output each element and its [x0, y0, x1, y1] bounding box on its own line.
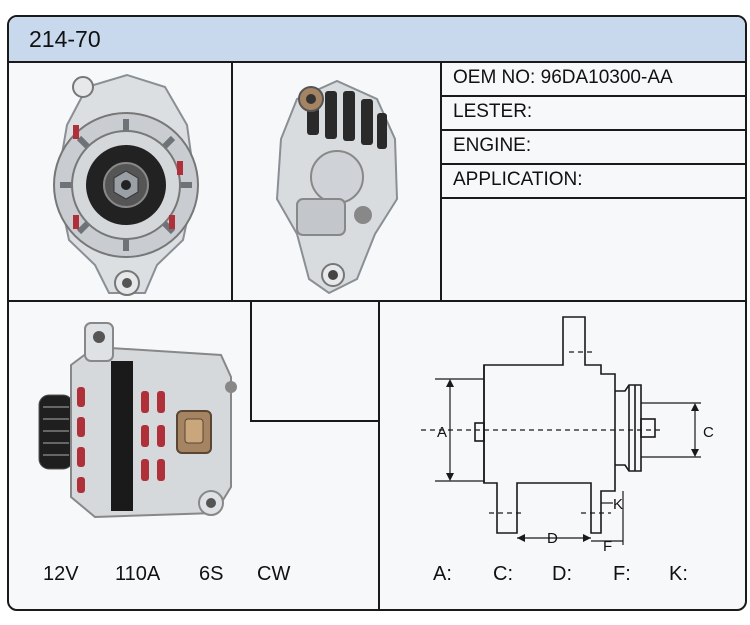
- oem-number-label: OEM NO:: [453, 67, 536, 88]
- dimension-label-c: C: [703, 424, 714, 441]
- engine-label: ENGINE:: [453, 135, 532, 156]
- oem-number-row: OEM NO: 96DA10300-AA: [441, 61, 745, 97]
- spec-sheet: 214-70: [7, 15, 747, 611]
- title-bar: 214-70: [9, 17, 745, 63]
- oem-number-value: 96DA10300-AA: [540, 67, 673, 88]
- rotation-value: CW: [257, 563, 291, 585]
- divider-v1: [231, 61, 233, 301]
- alternator-front-view-image: [53, 73, 199, 296]
- dimension-label-d: D: [547, 530, 558, 547]
- application-row: APPLICATION:: [441, 163, 745, 199]
- dimension-value-f: F:: [613, 563, 631, 585]
- oem-number-text: OEM NO: 96DA10300-AA: [453, 67, 673, 89]
- dimension-value-k: K:: [669, 563, 688, 585]
- dimension-value-d: D:: [552, 563, 572, 585]
- dimension-label-f: F: [603, 538, 612, 552]
- divider-h-inner: [250, 420, 379, 422]
- lester-row: LESTER:: [441, 95, 745, 131]
- application-label: APPLICATION:: [453, 169, 583, 190]
- amperage-value: 110A: [115, 563, 161, 585]
- dimension-label-k: K: [613, 496, 623, 513]
- divider-h-middle: [9, 300, 745, 302]
- lester-label: LESTER:: [453, 101, 533, 122]
- alternator-side-view-image: [38, 322, 237, 519]
- alternator-rear-view-image: [275, 79, 399, 295]
- divider-v3: [250, 300, 252, 422]
- dimension-value-c: C:: [493, 563, 513, 585]
- divider-v2: [440, 61, 442, 301]
- dimension-label-a: A: [437, 424, 447, 441]
- dimension-value-a: A:: [433, 563, 452, 585]
- dimension-diagram: A C D F K: [421, 316, 714, 552]
- engine-row: ENGINE:: [441, 129, 745, 165]
- divider-v4: [378, 300, 380, 609]
- pulley-value: 6S: [199, 563, 224, 585]
- part-number-title: 214-70: [29, 26, 101, 52]
- voltage-value: 12V: [43, 563, 79, 585]
